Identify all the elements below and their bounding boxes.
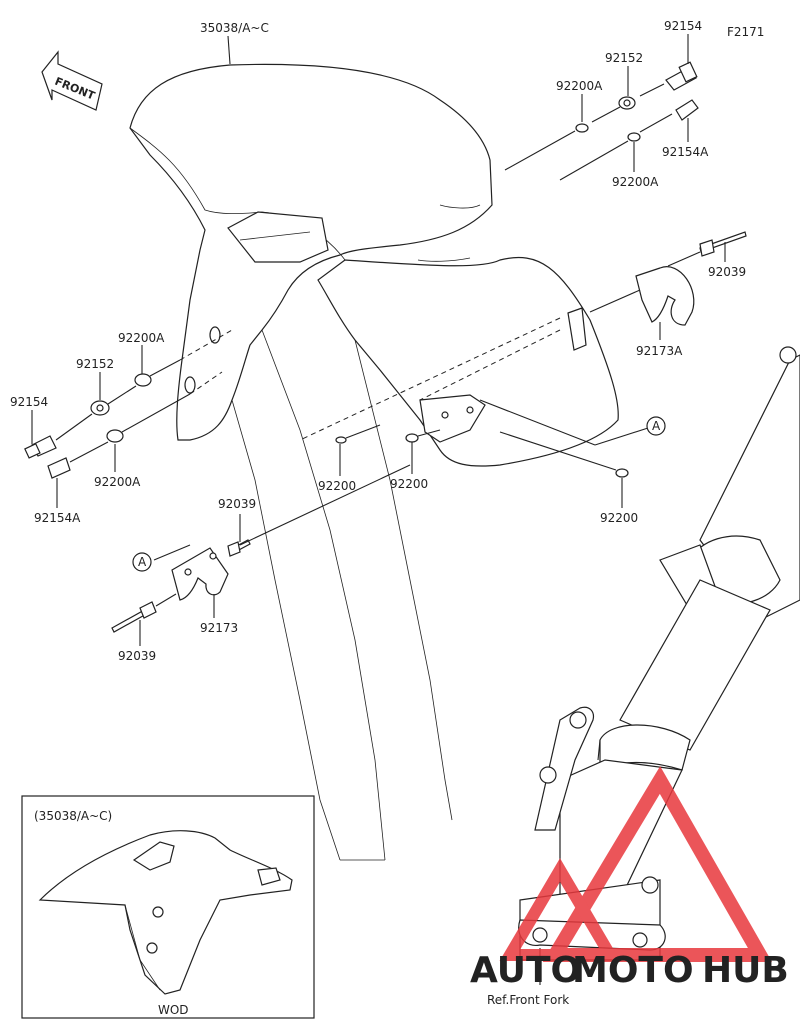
callout-clamp-r: 92173A bbox=[636, 344, 683, 358]
callout-rivet-l-bottom: 92039 bbox=[118, 649, 156, 663]
inset-box: (35038/A~C) WOD bbox=[21, 795, 315, 1019]
callout-fender-main: 35038/A~C bbox=[200, 21, 269, 35]
callout-rivet-r: 92039 bbox=[708, 265, 746, 279]
watermark-auto: AUTO bbox=[470, 950, 581, 991]
callout-ref-a-left: A bbox=[138, 555, 147, 569]
watermark-hub: HUB bbox=[702, 950, 789, 991]
callout-collar-r: 92152 bbox=[605, 51, 643, 65]
ref-a-right-marker: A bbox=[646, 416, 666, 436]
callout-washer-l-top: 92200A bbox=[118, 331, 165, 345]
inset-title: (35038/A~C) bbox=[34, 809, 112, 823]
watermark-moto: MOTO bbox=[572, 950, 694, 991]
callout-washer-r-bottom: 92200A bbox=[612, 175, 659, 189]
callout-bolt-l-bottom: 92154A bbox=[34, 511, 81, 525]
watermark-text: AUTO MOTO HUB bbox=[470, 950, 789, 991]
front-fork bbox=[518, 346, 800, 961]
callout-clamp-l: 92173 bbox=[200, 621, 238, 635]
callout-bolt-l-top: 92154 bbox=[10, 395, 48, 409]
watermark-logo bbox=[499, 766, 773, 962]
center-washers bbox=[335, 424, 629, 478]
callout-ref-a-right: A bbox=[652, 419, 661, 433]
inset-caption: WOD bbox=[158, 1003, 189, 1017]
callout-washer-c2: 92200 bbox=[390, 477, 428, 491]
callout-rivet-l-top: 92039 bbox=[218, 497, 256, 511]
figure-code: F2171 bbox=[727, 25, 764, 39]
callout-washer-c3: 92200 bbox=[600, 511, 638, 525]
callout-washer-c1: 92200 bbox=[318, 479, 356, 493]
left-hardware bbox=[24, 329, 411, 633]
callout-bolt-r-top: 92154 bbox=[664, 19, 702, 33]
callout-washer-l-bottom: 92200A bbox=[94, 475, 141, 489]
front-direction-arrow: FRONT bbox=[41, 50, 103, 111]
front-fender bbox=[129, 63, 619, 861]
callout-collar-l: 92152 bbox=[76, 357, 114, 371]
ref-front-fork-label: Ref.Front Fork bbox=[487, 993, 569, 1007]
callout-washer-r-top: 92200A bbox=[556, 79, 603, 93]
callout-bolt-r-bottom: 92154A bbox=[662, 145, 709, 159]
right-hardware bbox=[299, 61, 747, 441]
ref-a-left-marker: A bbox=[132, 552, 152, 572]
